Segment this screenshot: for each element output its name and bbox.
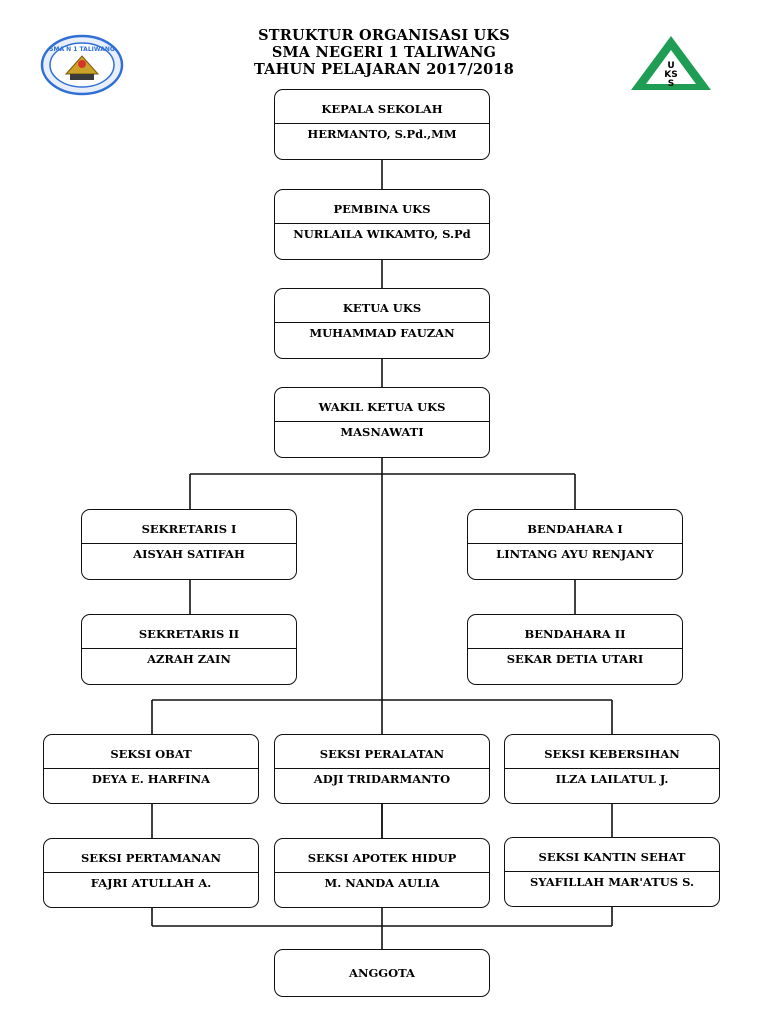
node-role: SEKSI APOTEK HIDUP <box>307 851 457 865</box>
node-role: SEKSI KEBERSIHAN <box>544 747 680 761</box>
node-ketua-uks: KETUA UKS MUHAMMAD FAUZAN <box>274 288 490 359</box>
node-seksi-apotek-hidup: SEKSI APOTEK HIDUP M. NANDA AULIA <box>274 838 490 908</box>
node-person: ADJI TRIDARMANTO <box>313 772 451 786</box>
node-seksi-obat: SEKSI OBAT DEYA E. HARFINA <box>43 734 259 804</box>
node-role: SEKSI PERALATAN <box>319 747 445 761</box>
node-role: SEKRETARIS II <box>138 627 240 641</box>
node-divider <box>505 871 719 872</box>
node-divider <box>82 543 296 544</box>
node-bendahara-2: BENDAHARA II SEKAR DETIA UTARI <box>467 614 683 685</box>
node-divider <box>468 543 682 544</box>
chart-title-line-2: SMA NEGERI 1 TALIWANG <box>271 44 497 61</box>
svg-text:U: U <box>667 61 674 71</box>
svg-text:S: S <box>668 79 674 89</box>
node-role: WAKIL KETUA UKS <box>318 400 446 414</box>
chart-title-line-1: STRUKTUR ORGANISASI UKS <box>258 27 510 44</box>
node-role: KETUA UKS <box>342 301 422 315</box>
node-divider <box>505 768 719 769</box>
node-divider <box>468 648 682 649</box>
node-person: FAJRI ATULLAH A. <box>90 876 212 890</box>
node-divider <box>275 223 489 224</box>
school-logo-icon: SMA N 1 TALIWANG <box>40 34 124 96</box>
node-divider <box>275 421 489 422</box>
node-person: AISYAH SATIFAH <box>133 547 245 561</box>
node-role: SEKSI PERTAMANAN <box>81 851 221 865</box>
node-person: M. NANDA AULIA <box>324 876 440 890</box>
node-person: ILZA LAILATUL J. <box>555 772 669 786</box>
node-pembina-uks: PEMBINA UKS NURLAILA WIKAMTO, S.Pd <box>274 189 490 260</box>
node-divider <box>82 648 296 649</box>
node-seksi-peralatan: SEKSI PERALATAN ADJI TRIDARMANTO <box>274 734 490 804</box>
node-sekretaris-2: SEKRETARIS II AZRAH ZAIN <box>81 614 297 685</box>
node-divider <box>44 872 258 873</box>
node-role: BENDAHARA II <box>524 627 626 641</box>
node-person: DEYA E. HARFINA <box>91 772 211 786</box>
node-role: ANGGOTA <box>349 966 415 980</box>
node-seksi-pertamanan: SEKSI PERTAMANAN FAJRI ATULLAH A. <box>43 838 259 908</box>
school-logo-text: SMA N 1 TALIWANG <box>49 46 115 53</box>
node-divider <box>44 768 258 769</box>
node-person: HERMANTO, S.Pd.,MM <box>307 127 457 141</box>
node-bendahara-1: BENDAHARA I LINTANG AYU RENJANY <box>467 509 683 580</box>
node-divider <box>275 123 489 124</box>
node-sekretaris-1: SEKRETARIS I AISYAH SATIFAH <box>81 509 297 580</box>
node-kepala-sekolah: KEPALA SEKOLAH HERMANTO, S.Pd.,MM <box>274 89 490 160</box>
chart-title-line-3: TAHUN PELAJARAN 2017/2018 <box>253 61 515 78</box>
node-person: NURLAILA WIKAMTO, S.Pd <box>293 227 471 241</box>
node-role: SEKSI OBAT <box>110 747 192 761</box>
node-anggota: ANGGOTA <box>274 949 490 997</box>
node-person: MUHAMMAD FAUZAN <box>309 326 455 340</box>
node-role: SEKSI KANTIN SEHAT <box>538 850 686 864</box>
node-person: SEKAR DETIA UTARI <box>506 652 644 666</box>
uks-logo-icon: U KS S <box>630 34 712 92</box>
node-seksi-kantin-sehat: SEKSI KANTIN SEHAT SYAFILLAH MAR'ATUS S. <box>504 837 720 907</box>
node-person: MASNAWATI <box>340 425 424 439</box>
node-person: SYAFILLAH MAR'ATUS S. <box>529 875 695 889</box>
node-role: PEMBINA UKS <box>333 202 431 216</box>
svg-text:KS: KS <box>664 70 677 80</box>
node-divider <box>275 322 489 323</box>
node-person: LINTANG AYU RENJANY <box>496 547 654 561</box>
node-divider <box>275 872 489 873</box>
node-person: AZRAH ZAIN <box>147 652 231 666</box>
node-role: KEPALA SEKOLAH <box>321 102 443 116</box>
node-divider <box>275 768 489 769</box>
node-wakil-ketua-uks: WAKIL KETUA UKS MASNAWATI <box>274 387 490 458</box>
node-role: SEKRETARIS I <box>141 522 237 536</box>
node-role: BENDAHARA I <box>527 522 623 536</box>
node-seksi-kebersihan: SEKSI KEBERSIHAN ILZA LAILATUL J. <box>504 734 720 804</box>
